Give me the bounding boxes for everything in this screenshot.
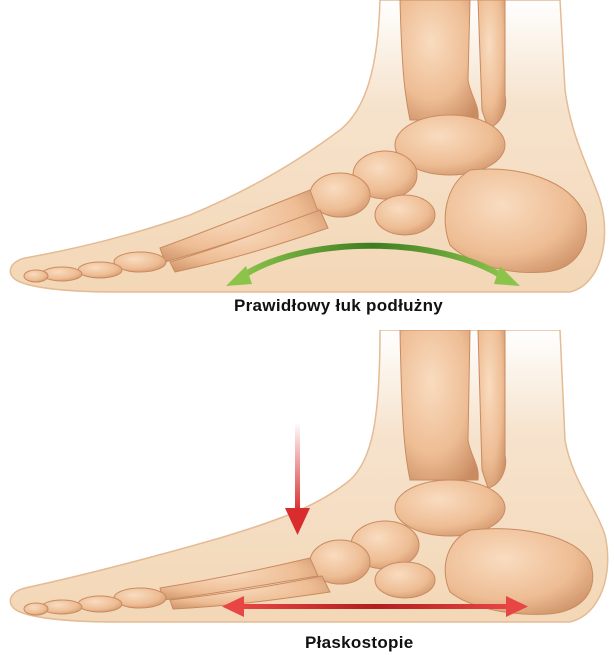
cuboid-bone (375, 562, 435, 598)
flat-arrow-shaft-icon (240, 604, 510, 609)
flat-foot-panel: Płaskostopie (0, 330, 614, 655)
tibia-bone (400, 330, 478, 480)
normal-arch-panel: Prawidłowy łuk podłużny (0, 0, 614, 330)
phalanx-bone (24, 270, 48, 282)
normal-foot-illustration (0, 0, 614, 330)
phalanx-bone (78, 596, 122, 612)
fibula-bone (478, 0, 506, 128)
phalanx-bone (42, 267, 82, 281)
talus-bone (395, 480, 505, 536)
tibia-bone (400, 0, 478, 120)
flat-foot-caption: Płaskostopie (305, 633, 413, 653)
phalanx-bone (42, 600, 82, 614)
normal-arch-caption: Prawidłowy łuk podłużny (234, 296, 443, 316)
phalanx-bone (78, 262, 122, 278)
flat-foot-illustration (0, 330, 614, 655)
cuboid-bone (375, 195, 435, 235)
force-arrow-shaft-icon (295, 422, 300, 512)
phalanx-bone (24, 603, 48, 615)
fibula-bone (478, 330, 506, 488)
